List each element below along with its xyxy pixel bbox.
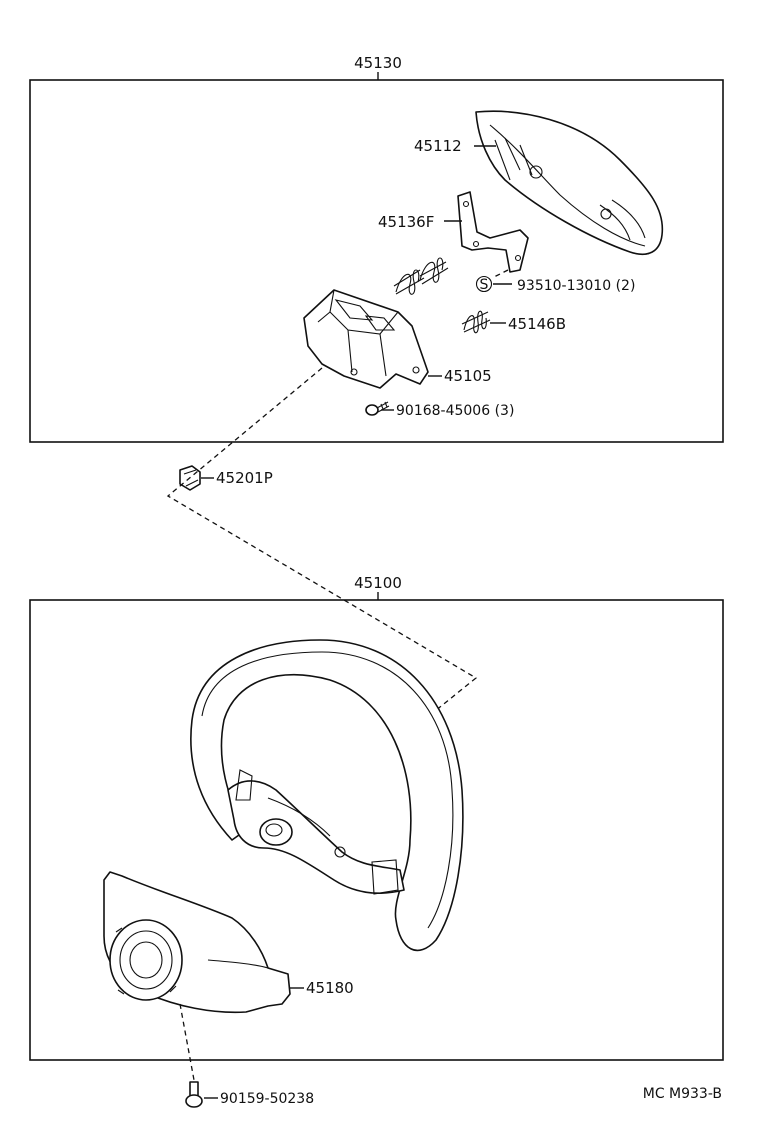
group-frame-45130 <box>29 79 724 443</box>
s-mark-label: S <box>480 277 489 293</box>
group-label-45100: 45100 <box>354 574 402 592</box>
spring-45146B-part <box>461 310 491 334</box>
label-45146B: 45146B <box>508 315 566 333</box>
label-90159: 90159-50238 <box>220 1091 314 1107</box>
drawing-code: MC M933-B <box>643 1086 722 1102</box>
screw-90168-part <box>365 401 390 416</box>
screw-90159-part <box>185 1081 203 1108</box>
hub-cover-part <box>103 871 291 1014</box>
label-45180: 45180 <box>306 979 354 997</box>
label-45201P: 45201P <box>216 469 273 487</box>
dashed-screw-line <box>179 1003 195 1081</box>
label-45105: 45105 <box>444 367 492 385</box>
label-45112: 45112 <box>414 137 462 155</box>
label-93510: 93510-13010 (2) <box>517 278 635 294</box>
dashed-link-93510 <box>491 269 509 279</box>
group-frame-45100 <box>29 599 724 1061</box>
group-label-45130: 45130 <box>354 54 402 72</box>
pad-cover-part <box>475 110 664 256</box>
dashed-assembly-line <box>166 367 478 737</box>
horn-bracket-part <box>303 289 429 389</box>
label-90168: 90168-45006 (3) <box>396 403 514 419</box>
s-mark-icon <box>475 275 493 293</box>
label-45136F: 45136F <box>378 213 434 231</box>
bracket-plate-part <box>457 191 529 273</box>
spring-pair-part <box>393 257 449 295</box>
steering-wheel-part <box>190 639 464 952</box>
